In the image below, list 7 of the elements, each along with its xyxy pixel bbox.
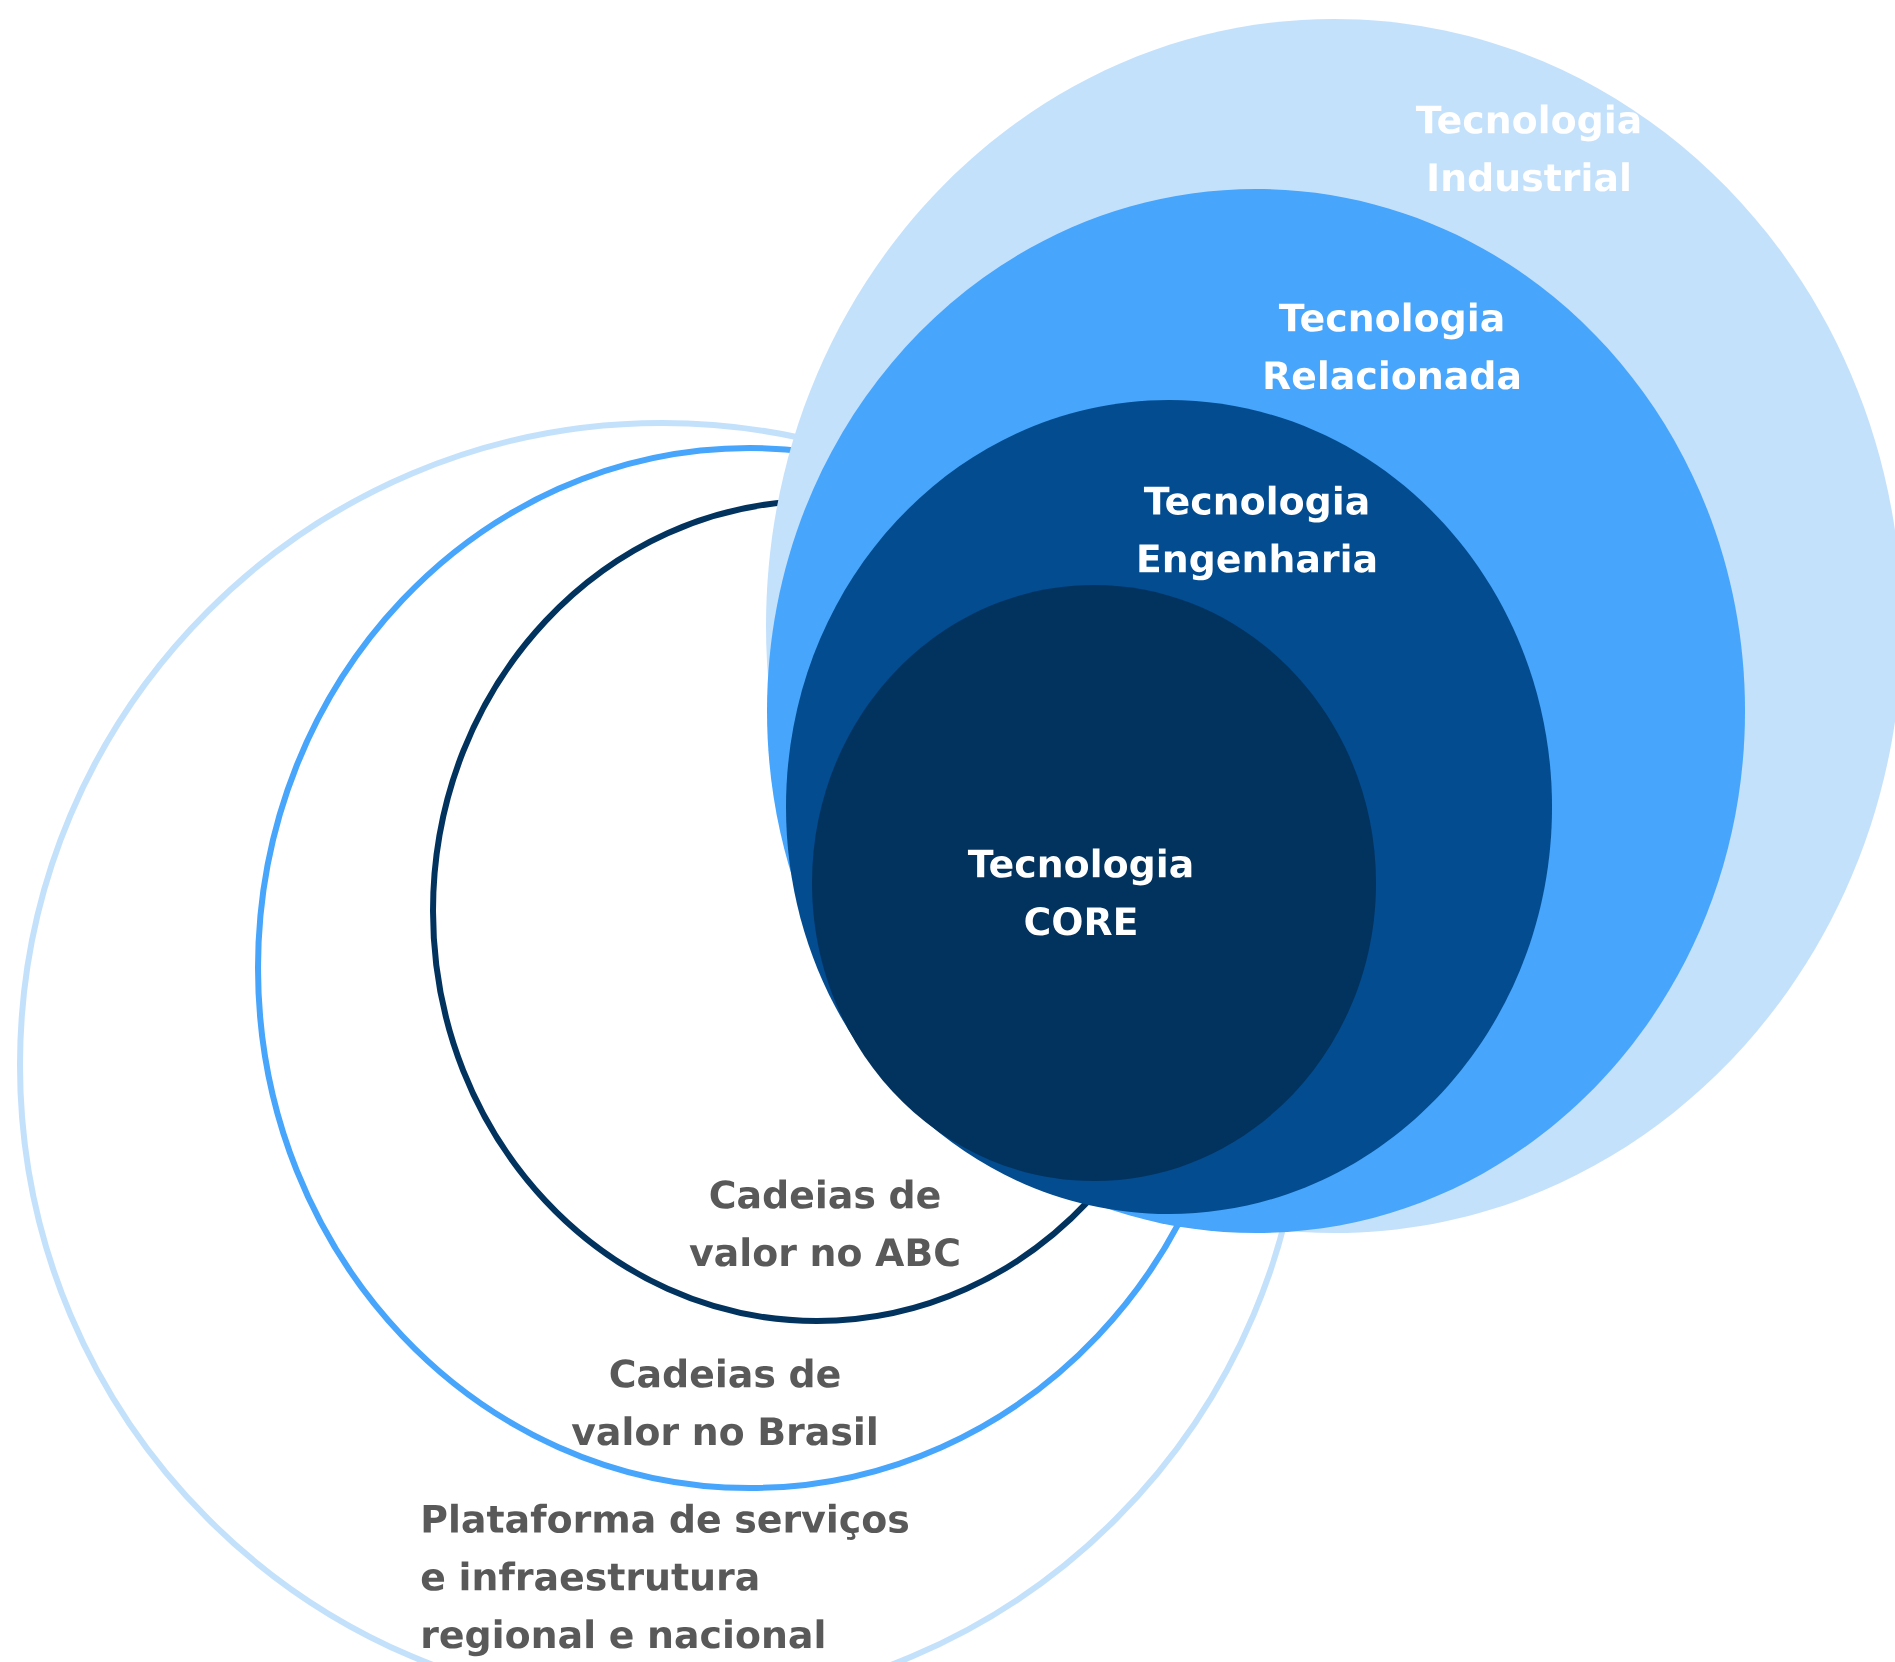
circle-label: Cadeias de valor no ABC [689, 1179, 959, 1267]
circle-label: Tecnologia Engenharia [1139, 485, 1376, 581]
circle-label: Tecnologia Relacionada [1265, 302, 1520, 390]
circle-label: Cadeias de valor no Brasil [571, 1358, 876, 1446]
circle-label: Plataforma de serviços e infraestrutura regional e nacional [421, 1503, 908, 1657]
circle-label: Tecnologia CORE [967, 848, 1192, 936]
circle-label: Tecnologia Industrial [1415, 104, 1640, 192]
